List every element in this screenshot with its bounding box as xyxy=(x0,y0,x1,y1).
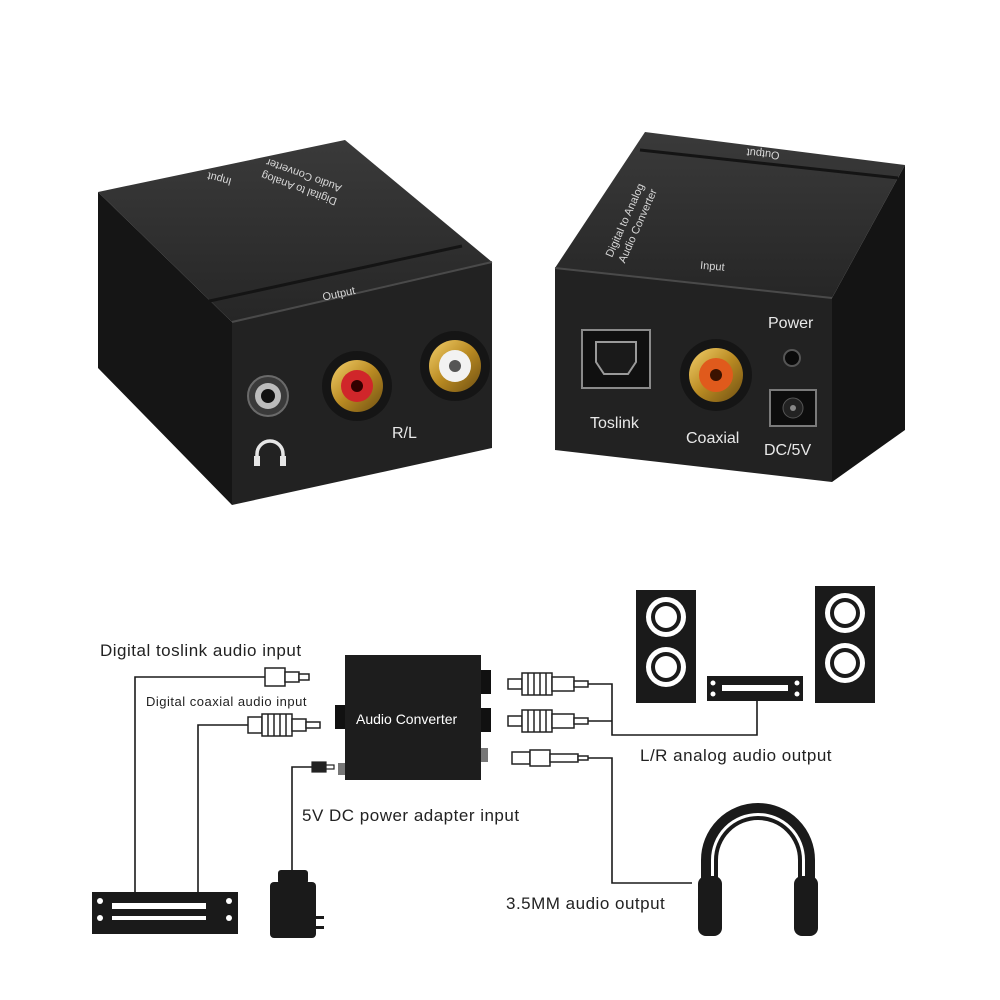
connection-diagram: Audio Converter xyxy=(92,586,875,938)
rca-plug-white-icon xyxy=(507,709,589,733)
left-converter-unit: Digital to Analog Audio Converter Input … xyxy=(98,140,493,505)
rca-plug-red-icon xyxy=(507,672,589,696)
right-top-output-label: Output xyxy=(746,146,780,161)
coaxial-rca xyxy=(680,339,752,411)
left-rca-red xyxy=(322,351,392,421)
power-led-icon xyxy=(783,349,801,367)
caption-coaxial-input: Digital coaxial audio input xyxy=(146,694,307,709)
toslink-port xyxy=(581,329,651,389)
power-label: Power xyxy=(768,315,814,332)
mm-plug-icon xyxy=(511,749,589,767)
diagram-converter-label: Audio Converter xyxy=(356,711,458,727)
left-speaker-icon xyxy=(636,590,696,703)
left-rl-label: R/L xyxy=(392,425,417,442)
left-headphone-jack xyxy=(247,375,289,417)
left-unit-side-face xyxy=(98,192,232,505)
dc-plug-icon xyxy=(311,761,335,773)
right-edge-input-label: Input xyxy=(700,260,725,274)
headphone-icon xyxy=(254,439,286,466)
right-converter-unit: Digital to Analog Audio Converter Output… xyxy=(554,132,905,482)
right-unit-side-face xyxy=(832,165,905,482)
caption-toslink-input: Digital toslink audio input xyxy=(100,641,302,660)
dc-power-jack xyxy=(769,389,817,427)
power-adapter-icon xyxy=(270,870,324,938)
dc-label: DC/5V xyxy=(764,442,811,459)
headphones-icon xyxy=(698,803,818,936)
diagram-audio-converter: Audio Converter xyxy=(335,655,491,780)
right-speaker-icon xyxy=(815,586,875,703)
right-unit-top-face xyxy=(555,132,905,298)
toslink-plug-icon xyxy=(264,667,310,687)
caption-mm-output: 3.5MM audio output xyxy=(506,894,665,913)
caption-power-input: 5V DC power adapter input xyxy=(302,806,520,825)
toslink-label: Toslink xyxy=(590,415,640,432)
coaxial-label: Coaxial xyxy=(686,430,739,447)
coaxial-plug-icon xyxy=(247,713,321,737)
source-player-icon xyxy=(92,892,238,934)
left-rca-white xyxy=(420,331,490,401)
caption-lr-output: L/R analog audio output xyxy=(640,746,832,765)
left-unit-top-face xyxy=(98,140,492,322)
amplifier-icon xyxy=(707,676,803,701)
diagram-wires xyxy=(134,676,758,892)
